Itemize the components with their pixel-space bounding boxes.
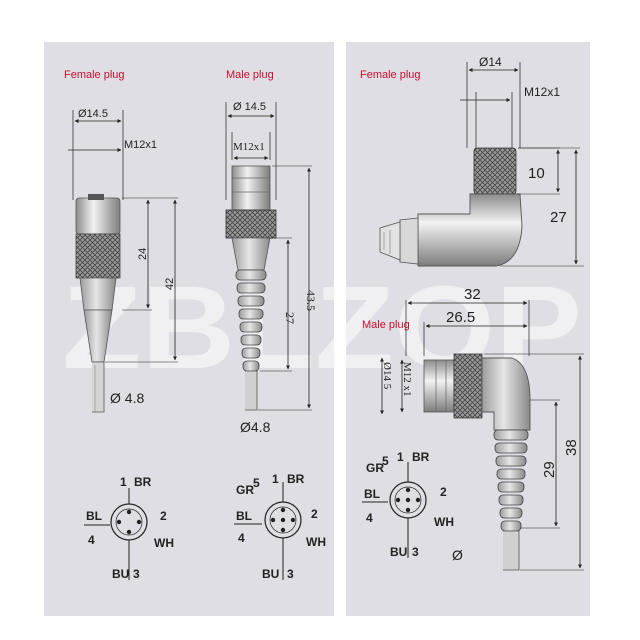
- right-female-dim-10: 10: [528, 165, 545, 182]
- female-len-short: 24: [137, 248, 149, 260]
- female-pin-bu: BU: [112, 567, 129, 581]
- male-len-short: 27: [283, 312, 297, 324]
- left-male-drawing: Male plug Ø 14.5 M12x1: [225, 69, 318, 435]
- male-pin5: 5: [253, 476, 260, 490]
- female-pin3: 3: [133, 567, 140, 581]
- right-pin2: 2: [440, 485, 447, 499]
- male-pin-wh: WH: [306, 535, 326, 549]
- right-female-dia: Ø14: [479, 55, 502, 69]
- male-pin-bl: BL: [236, 509, 252, 523]
- female-len-long: 42: [164, 278, 176, 290]
- right-pin1: 1: [397, 450, 404, 464]
- male-cable-label: Ø4.8: [240, 419, 271, 435]
- right-female-thread: M12x1: [524, 85, 560, 99]
- female-plug-label: Female plug: [64, 69, 125, 81]
- right-pin-br: BR: [412, 450, 430, 464]
- right-pin-wh: WH: [434, 515, 454, 529]
- female-dia-label: Ø14.5: [78, 108, 108, 120]
- right-male-dim-32: 32: [464, 286, 481, 303]
- male-pin-diagram-right: GR 5 1 BR BL 2 4 WH BU 3: [362, 450, 454, 559]
- right-male-cable: Ø: [452, 547, 463, 563]
- right-pin-gr: GR: [366, 461, 384, 475]
- right-pin4: 4: [366, 511, 373, 525]
- male-thread-label: M12x1: [233, 141, 265, 153]
- female-pin-bl: BL: [86, 509, 102, 523]
- female-pin1: 1: [120, 475, 127, 489]
- male-pin1: 1: [272, 472, 279, 486]
- male-pin-gr: GR: [236, 483, 254, 497]
- right-pin-bu: BU: [390, 545, 407, 559]
- right-female-drawing: Female plug Ø14 M12x1 10 27: [360, 55, 584, 267]
- right-pin-bl: BL: [364, 487, 380, 501]
- right-pin5: 5: [382, 454, 389, 468]
- female-pin-wh: WH: [154, 536, 174, 550]
- right-male-dim-38: 38: [563, 439, 580, 456]
- right-panel: [346, 42, 590, 616]
- right-male-plug-label: Male plug: [362, 319, 410, 331]
- male-len-long: 43.5: [304, 290, 318, 311]
- male-pin3: 3: [287, 567, 294, 581]
- female-pin-br: BR: [134, 475, 152, 489]
- right-male-thread: M12 x1: [401, 362, 413, 397]
- male-pin2: 2: [311, 507, 318, 521]
- right-male-dim-29: 29: [541, 461, 558, 478]
- right-male-drawing: Male plug 32 26.5 M12 x1 Ø14 5: [362, 286, 584, 571]
- female-thread-label: M12x1: [124, 139, 157, 151]
- female-pin2: 2: [160, 509, 167, 523]
- male-pin-diagram-left: GR 5 1 BR BL 2 4 WH BU 3: [234, 472, 326, 581]
- female-pin-diagram: 1 BR BL 2 4 WH BU 3: [84, 475, 174, 581]
- female-cable-label: Ø 4.8: [110, 390, 144, 406]
- right-female-plug-label: Female plug: [360, 69, 421, 81]
- right-male-dim-265: 26.5: [446, 309, 475, 326]
- male-plug-label: Male plug: [226, 69, 274, 81]
- right-pin3: 3: [412, 545, 419, 559]
- right-female-dim-27: 27: [550, 209, 567, 226]
- male-dia-label: Ø 14.5: [233, 101, 266, 113]
- male-pin4: 4: [238, 531, 245, 545]
- right-male-dia: Ø14 5: [381, 362, 393, 390]
- left-female-drawing: Female plug Ø14.5 M12x1 24 42 Ø 4.8: [64, 69, 178, 413]
- male-pin-bu: BU: [262, 567, 279, 581]
- female-pin4: 4: [88, 533, 95, 547]
- male-pin-br: BR: [287, 472, 305, 486]
